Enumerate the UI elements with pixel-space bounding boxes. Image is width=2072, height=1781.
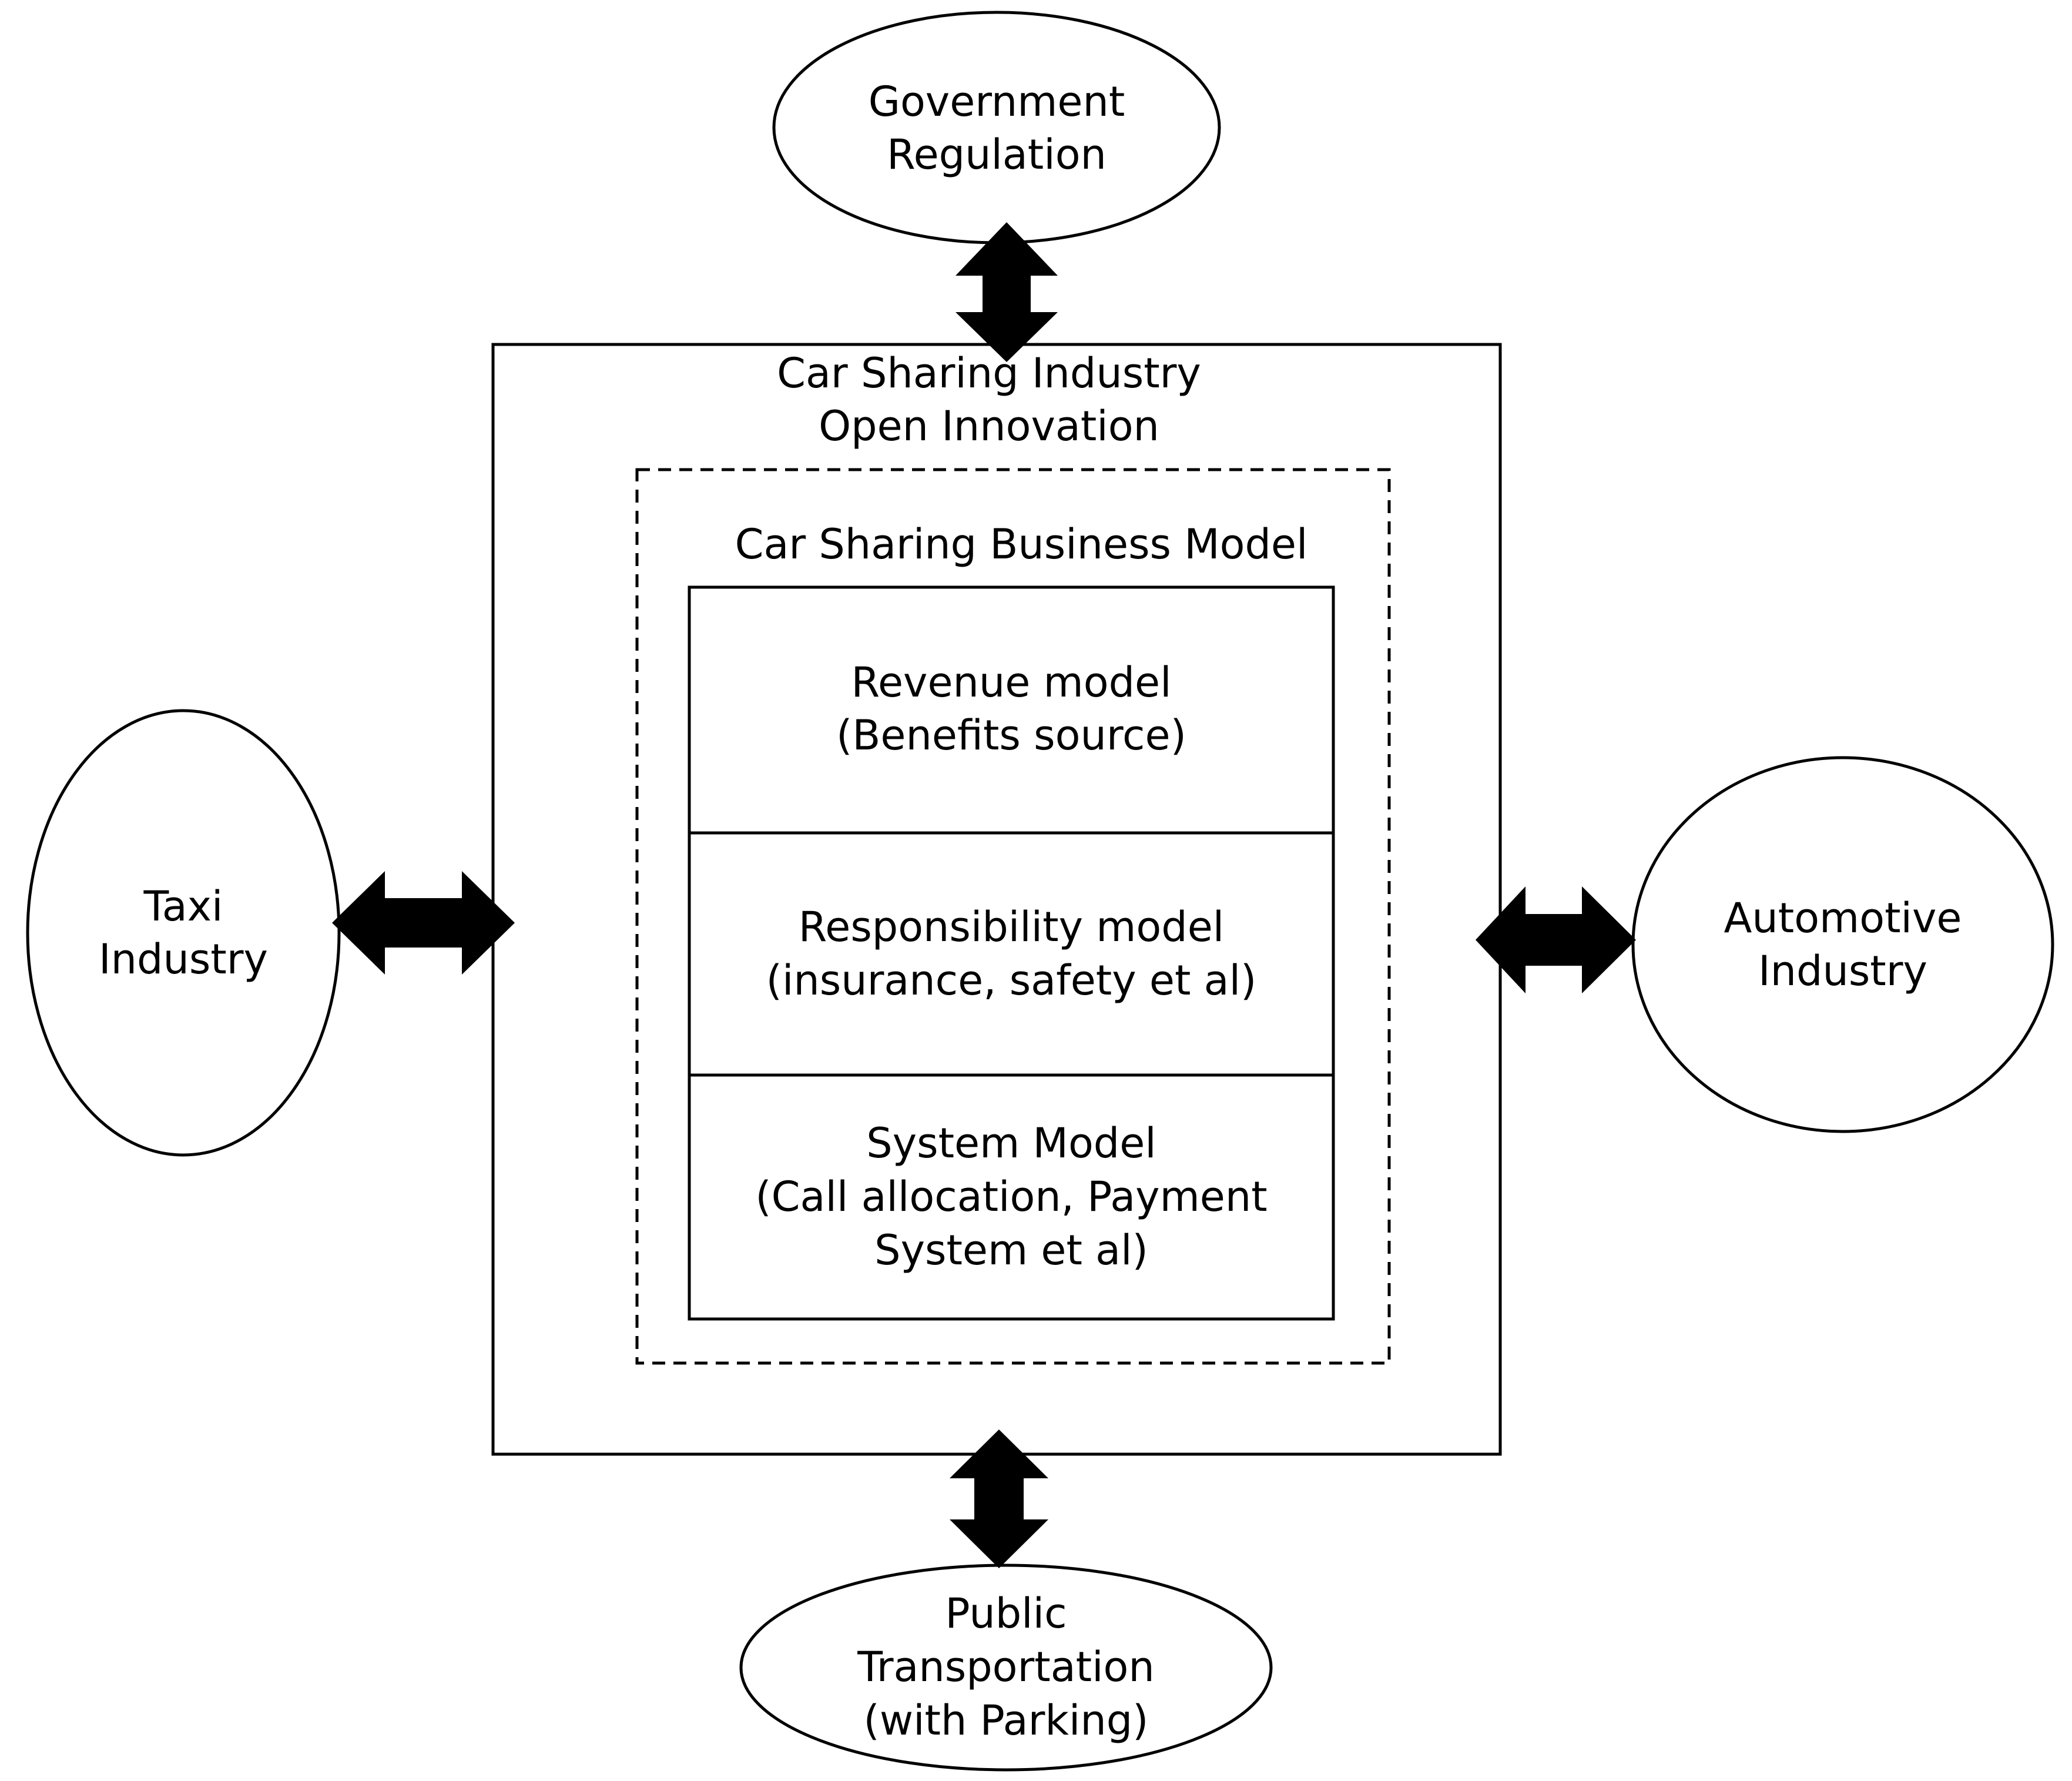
industry-label-line2: Open Innovation — [819, 402, 1159, 450]
system-model-box — [688, 1073, 1335, 1321]
government-ellipse — [772, 11, 1221, 245]
public-ellipse — [739, 1564, 1273, 1772]
bottom-double-arrow — [950, 1430, 1048, 1568]
government-label-line1: Government — [869, 78, 1125, 126]
business-model-box: Car Sharing Business Model — [635, 468, 1391, 1365]
responsibility-model-line1: Responsibility model — [799, 903, 1224, 951]
business-model-dashed-rect — [635, 468, 1391, 1365]
taxi-industry-node: Taxi Industry — [26, 709, 341, 1157]
automotive-industry-node: Automotive Industry — [1631, 756, 2054, 1133]
revenue-model-box — [688, 585, 1335, 835]
government-regulation-node: Government Regulation — [772, 11, 1221, 245]
taxi-label-line2: Industry — [99, 935, 268, 983]
taxi-ellipse — [26, 709, 341, 1157]
top-double-arrow — [955, 222, 1058, 362]
public-label-line2: Transportation — [857, 1643, 1154, 1691]
system-model-line2: (Call allocation, Payment — [755, 1173, 1267, 1221]
responsibility-model-line2: (insurance, safety et al) — [766, 956, 1257, 1005]
left-double-arrow — [332, 871, 515, 975]
system-model-line3: System et al) — [874, 1226, 1148, 1274]
automotive-ellipse — [1631, 756, 2054, 1133]
public-label-line1: Public — [945, 1589, 1067, 1638]
public-transportation-node: Public Transportation (with Parking) — [739, 1564, 1273, 1772]
model-stack: Revenue model (Benefits source) Responsi… — [688, 585, 1335, 1321]
revenue-model-line1: Revenue model — [851, 658, 1171, 707]
automotive-label-line1: Automotive — [1724, 894, 1962, 942]
taxi-label-line1: Taxi — [143, 882, 223, 930]
business-model-title: Car Sharing Business Model — [735, 520, 1308, 568]
government-label-line2: Regulation — [887, 130, 1107, 179]
system-model-line1: System Model — [866, 1119, 1156, 1167]
revenue-model-line2: (Benefits source) — [836, 711, 1186, 759]
responsibility-model-box — [688, 831, 1335, 1077]
right-double-arrow — [1476, 886, 1636, 993]
public-label-line3: (with Parking) — [864, 1696, 1149, 1745]
automotive-label-line2: Industry — [1758, 947, 1927, 995]
industry-label-line1: Car Sharing Industry — [777, 349, 1201, 397]
